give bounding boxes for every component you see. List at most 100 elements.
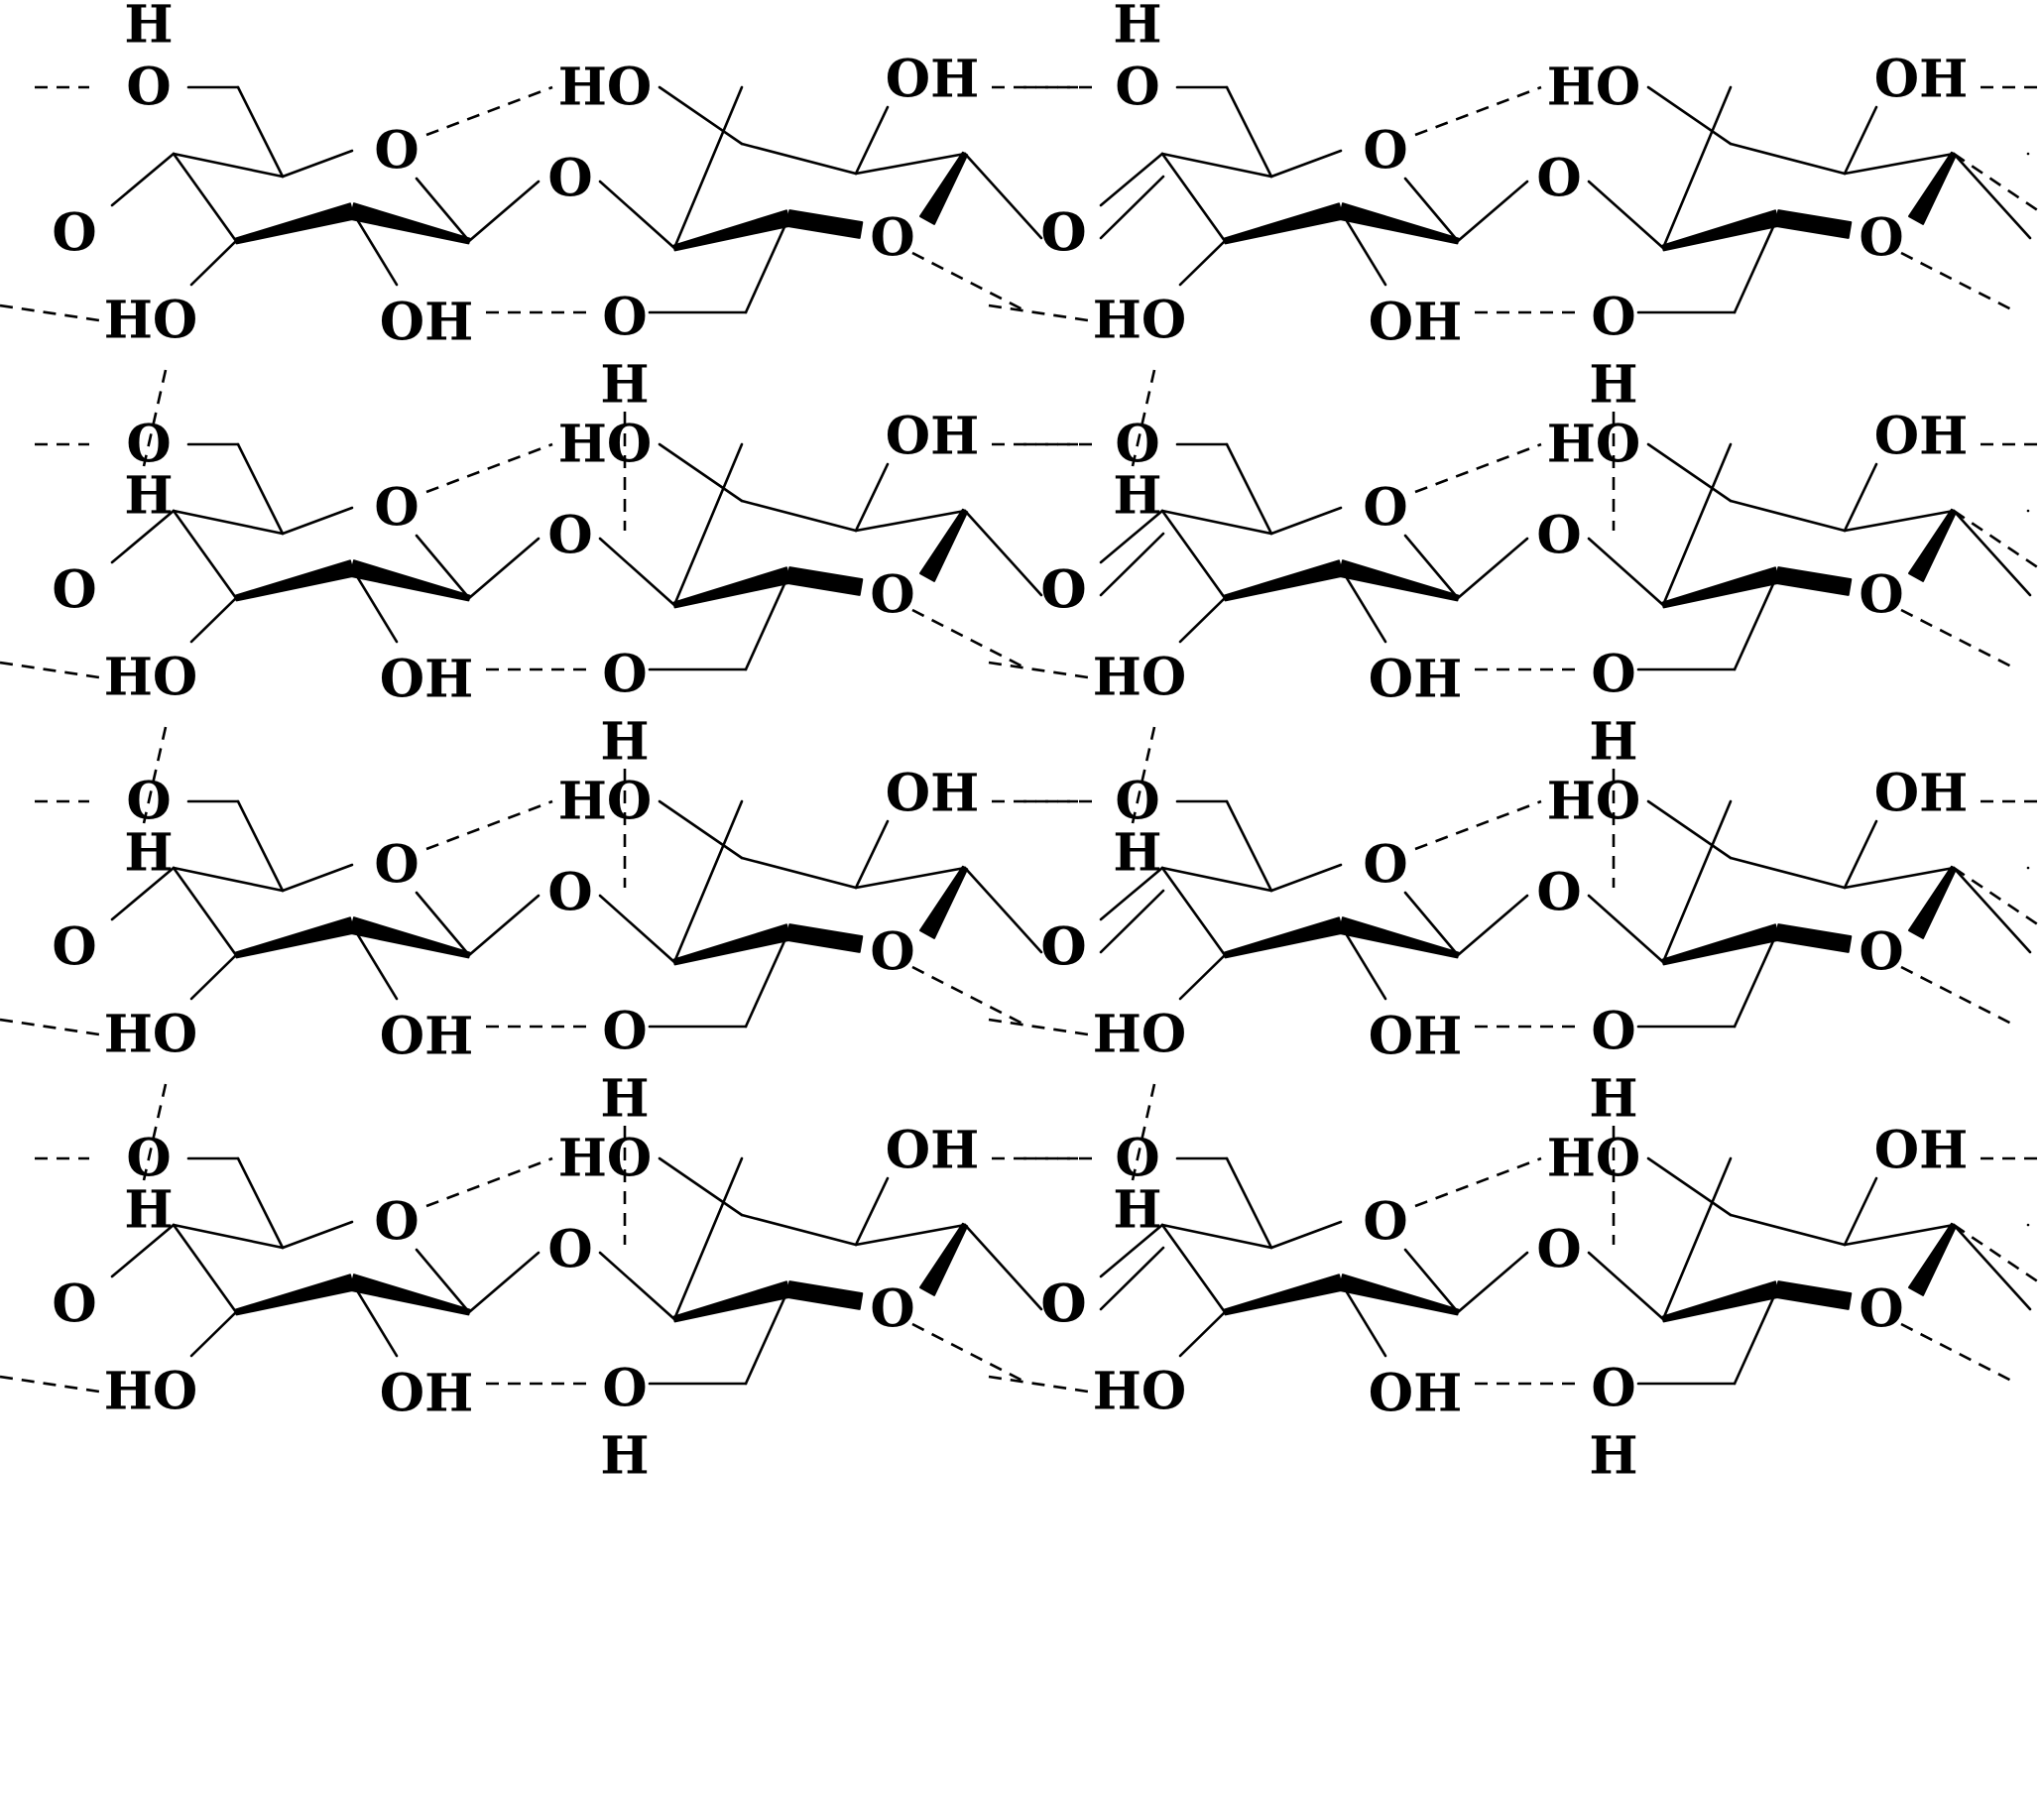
hydrogen-bond [1900, 1322, 2018, 1386]
atom-label-o: O [1115, 58, 1159, 118]
bond-ch2 [1733, 1287, 1779, 1386]
atom-label-oh: OH [1874, 764, 1968, 824]
wedge-bond [785, 923, 864, 953]
atom-label-ho: HO [558, 772, 652, 832]
hydrogen-bond [1900, 965, 2018, 1029]
ring-bond [1843, 152, 1956, 176]
atom-label-o: O [1859, 565, 1903, 626]
hydrogen-bond [988, 1375, 1089, 1394]
wedge-bond [1338, 202, 1460, 245]
ring-bond [415, 1248, 471, 1314]
bond-to-oh [350, 1280, 399, 1358]
hydrogen-bond [1414, 799, 1542, 851]
atom-label-ho: HO [1093, 648, 1186, 708]
bond-ch2 [744, 1287, 790, 1386]
atom-label-o: O [1363, 121, 1407, 182]
wedge-bond [234, 202, 355, 245]
hydrogen-bond [425, 799, 553, 851]
atom-label-h: H [600, 1069, 649, 1130]
bond-to-ho [658, 442, 744, 503]
ring-bond [1160, 509, 1273, 536]
wedge-bond [1774, 209, 1853, 239]
ring-bond [672, 85, 744, 250]
wedge-bond [1338, 559, 1460, 602]
glycosidic-bond [1952, 509, 2032, 597]
wedge-bond [672, 566, 791, 609]
wedge-bond [919, 865, 969, 939]
ring-bond [1269, 506, 1343, 536]
bond-to-ho [658, 85, 744, 146]
atom-label-o: O [126, 772, 171, 832]
bond-ch2 [236, 85, 285, 179]
ring-bond [1661, 1156, 1733, 1321]
bond-ch2 [1733, 573, 1779, 671]
atom-label-ho: HO [1547, 1129, 1640, 1189]
bond-to-oh [1843, 462, 1878, 533]
wedge-bond [234, 916, 355, 959]
glycosidic-bond [598, 1251, 676, 1321]
hydrogen-bond [1414, 1156, 1542, 1208]
ring-bond [1160, 509, 1227, 600]
bond-to-ho [189, 239, 238, 287]
ring-bond [1160, 866, 1227, 957]
atom-label-oh: OH [1369, 293, 1462, 353]
wedge-bond [349, 916, 471, 959]
ring-bond [1729, 1213, 1847, 1247]
atom-label-h: H [600, 1426, 649, 1487]
ring-bond [1729, 142, 1847, 176]
atom-label-o: O [1040, 560, 1085, 621]
wedge-bond [785, 566, 864, 596]
glycosidic-bond [963, 866, 1043, 954]
bond-ch2 [236, 442, 285, 536]
wedge-bond [919, 1222, 969, 1296]
atom-label-ho: HO [1093, 1005, 1186, 1065]
bond-to-ho [189, 1310, 238, 1358]
ring-bond [672, 1156, 744, 1321]
atom-label-ho: HO [104, 648, 197, 708]
wedge-bond [1223, 916, 1344, 959]
wedge-bond [672, 923, 791, 966]
bond-to-oh [1843, 1176, 1878, 1247]
bond-to-oh [350, 923, 399, 1001]
glycosidic-bond [1456, 537, 1529, 600]
glycosidic-bond [598, 180, 676, 250]
bond-ch2 [236, 1156, 285, 1250]
bond-to-oh [854, 1176, 890, 1247]
hydrogen-bond [911, 608, 1029, 671]
hydrogen-bond [1131, 369, 1156, 467]
ring-bond [172, 866, 238, 957]
ring-bond [1160, 1223, 1273, 1250]
bond-ch2 [1225, 85, 1273, 179]
ring-bond [1269, 863, 1343, 893]
atom-label-ho: HO [558, 1129, 652, 1189]
atom-label-o: O [1536, 506, 1581, 566]
bond-to-oh [1339, 209, 1387, 287]
atom-label-ho: HO [1547, 772, 1640, 832]
atom-label-ho: HO [1093, 1362, 1186, 1422]
ring-bond [1843, 1223, 1956, 1247]
atom-label-o: O [1591, 1002, 1635, 1062]
wedge-bond [919, 508, 969, 582]
glycosidic-bond [1099, 1246, 1165, 1311]
hydrogen-bond [1131, 1083, 1156, 1181]
ring-bond [1661, 442, 1733, 607]
bond-to-o [1099, 152, 1164, 207]
hydrogen-bond [1414, 442, 1542, 494]
wedge-bond [1908, 1222, 1958, 1296]
wedge-bond [1223, 559, 1344, 602]
hydrogen-bond [1900, 251, 2018, 314]
atom-label-o: O [1041, 917, 1086, 978]
atom-label-o: O [374, 478, 419, 539]
atom-label-o: O [602, 1359, 647, 1419]
atom-label-h: H [1589, 712, 1637, 773]
atom-label-h: H [1589, 355, 1637, 416]
ring-bond [1160, 152, 1273, 179]
atom-label-oh: OH [1874, 1121, 1968, 1181]
hydrogen-bond [142, 726, 168, 824]
bond-to-o [1099, 509, 1164, 564]
